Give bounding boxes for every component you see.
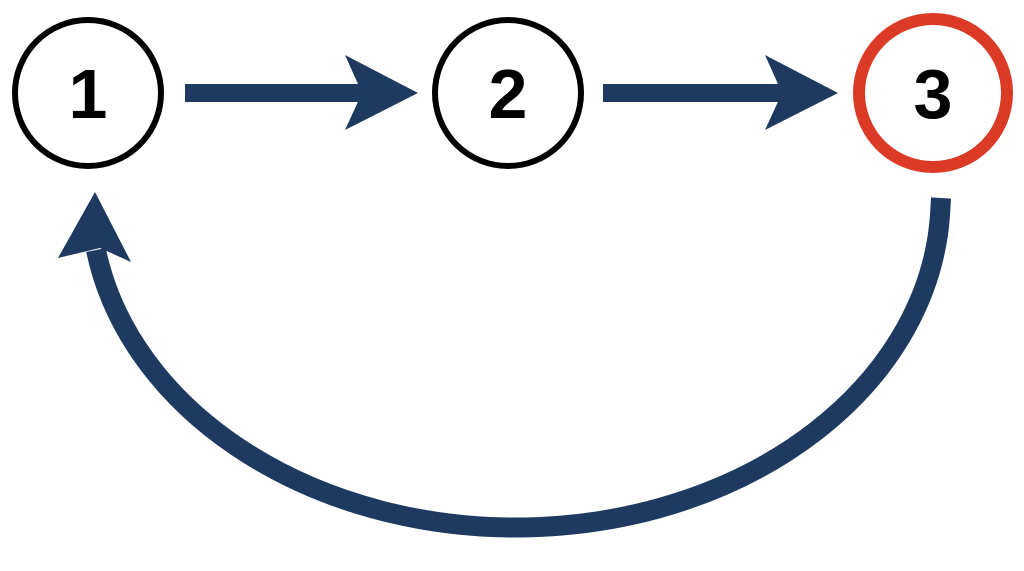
node-2-label: 2 xyxy=(489,55,528,133)
node-1-circle xyxy=(12,17,164,169)
arrow-2-to-3 xyxy=(603,55,838,130)
node-2: 2 xyxy=(432,17,584,169)
node-1: 1 xyxy=(12,17,164,169)
node-2-circle xyxy=(432,17,584,169)
node-1-label: 1 xyxy=(69,55,108,133)
arrow-1-to-2 xyxy=(185,55,418,130)
arrow-3-to-1 xyxy=(58,192,951,538)
node-3: 3 xyxy=(853,13,1013,173)
node-3-circle xyxy=(853,13,1013,173)
node-3-label: 3 xyxy=(914,55,953,133)
